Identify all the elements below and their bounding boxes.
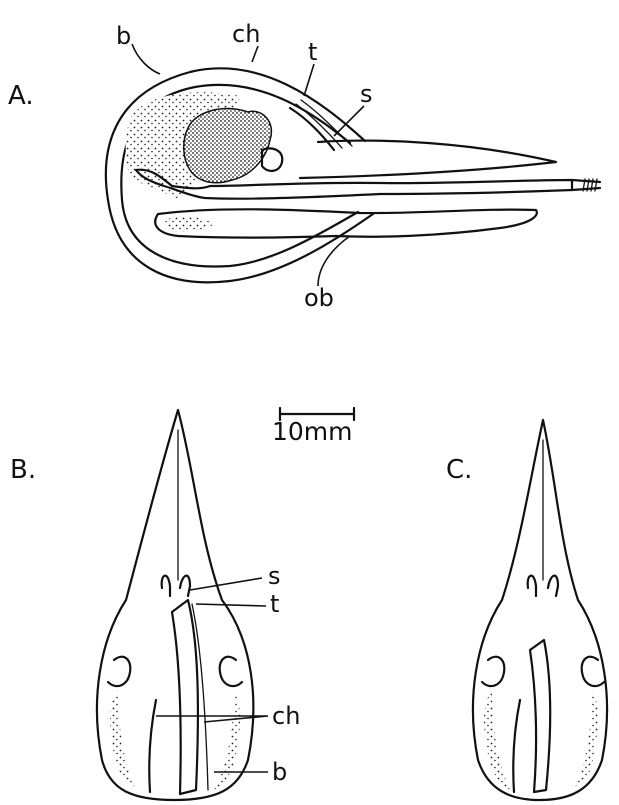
label-ch-b: ch (272, 702, 300, 730)
panel-label-a: A. (8, 81, 34, 111)
leader-s-a (334, 106, 364, 136)
label-ob-a: ob (304, 284, 334, 312)
panel-label-b: B. (10, 455, 36, 485)
sheath-left-band-b (149, 700, 156, 792)
stipple-right-b (214, 690, 240, 790)
lower-bill-shading (165, 217, 215, 232)
stipple-left-b (110, 690, 136, 790)
label-s-a: s (360, 80, 373, 108)
orbit-dark-region (184, 109, 272, 183)
label-t-a: t (308, 38, 317, 66)
leader-ob-a (318, 236, 350, 286)
nostril-left-c (528, 576, 536, 596)
label-b-b: b (272, 758, 287, 786)
upper-beak (300, 141, 556, 178)
label-b-a: b (116, 22, 131, 50)
sheath-left-band-c (513, 700, 520, 792)
leader-s-b (190, 578, 262, 590)
sheath-band-c (530, 640, 550, 792)
stipple-left-c (484, 690, 510, 790)
orbit-left-b (108, 657, 130, 686)
leader-ch-b (156, 716, 268, 722)
leader-b-a (132, 44, 160, 74)
leader-ch-a (252, 46, 258, 62)
label-s-b: s (268, 562, 281, 590)
nostril-right-c (548, 576, 558, 596)
leader-t-a (304, 64, 314, 96)
panel-a-lateral-view (106, 44, 600, 286)
orbit-left-c (482, 657, 504, 686)
orbit-right-c (582, 657, 604, 686)
scale-bar-label: 10mm (272, 417, 353, 446)
label-ch-a: ch (232, 20, 260, 48)
leader-t-b (196, 604, 266, 606)
panel-label-c: C. (446, 455, 472, 485)
label-t-b: t (270, 590, 279, 618)
nostril-right-b (180, 576, 190, 596)
panel-b-dorsal-view (97, 410, 268, 800)
panel-c-dorsal-view (473, 420, 607, 800)
nostril-left-b (162, 576, 170, 596)
orbit-right-b (220, 657, 242, 686)
sheath-band-b (172, 600, 198, 794)
